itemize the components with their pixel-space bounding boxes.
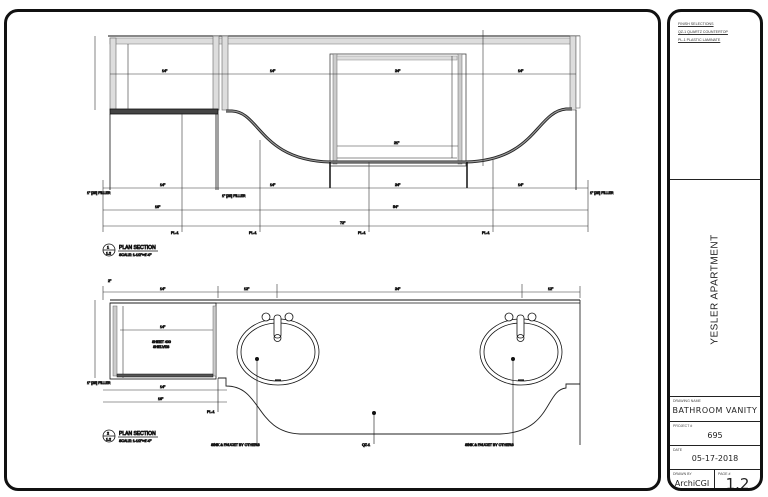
title-block: FINISH SELECTIONS QZ-1 QUARTZ COUNTERTOP… [667, 9, 763, 491]
svg-text:14": 14" [270, 183, 276, 187]
svg-text:24": 24" [395, 183, 401, 187]
svg-text:14": 14" [270, 69, 276, 73]
page-number-cell: PAGE # 1.2 [718, 472, 750, 491]
svg-text:54": 54" [393, 205, 399, 209]
svg-text:21": 21" [394, 141, 400, 145]
svg-text:PL-1: PL-1 [482, 231, 490, 235]
svg-text:PL-1: PL-1 [358, 231, 366, 235]
svg-text:24": 24" [395, 287, 401, 291]
svg-text:SINK & FAUCET BY OTHERS: SINK & FAUCET BY OTHERS [211, 443, 260, 447]
sink-right [479, 312, 563, 386]
svg-text:1" [25] FILLER: 1" [25] FILLER [590, 191, 614, 195]
svg-text:PL-1: PL-1 [207, 410, 215, 414]
svg-text:1.2: 1.2 [106, 438, 111, 442]
svg-text:SHELVES: SHELVES [153, 345, 170, 349]
svg-text:1: 1 [107, 246, 109, 250]
svg-text:14": 14" [160, 325, 166, 329]
svg-text:14": 14" [160, 287, 166, 291]
svg-text:QZ-1: QZ-1 [362, 443, 370, 447]
svg-text:PLAN SECTION: PLAN SECTION [119, 245, 156, 251]
svg-text:14": 14" [162, 69, 168, 73]
drawn-by-cell: DRAWN BY ArchiCGI [673, 472, 710, 488]
svg-text:1.2: 1.2 [106, 252, 111, 256]
svg-text:14": 14" [518, 69, 524, 73]
svg-text:SCALE: 1-1/2"=1'-0": SCALE: 1-1/2"=1'-0" [119, 253, 152, 257]
plan-section-1: 14" 14" 24" 14" 21" 14" 14" 24" 14" 16" … [87, 30, 614, 235]
drawing-name-cell: DRAWING NAME BATHROOM VANITY [672, 399, 758, 415]
date-cell: DATE 05-17-2018 [673, 448, 739, 463]
svg-text:PLAN SECTION: PLAN SECTION [119, 431, 156, 437]
svg-text:14": 14" [160, 385, 166, 389]
view-title-2: 2 1.2 PLAN SECTION SCALE: 1-1/2"=1'-0" [102, 429, 158, 443]
plan-section-2: 14" 12" 24" 12" 2" 14" 14" 16" SHEET 400… [87, 279, 581, 447]
svg-text:72": 72" [340, 221, 346, 225]
svg-text:24": 24" [395, 69, 401, 73]
view-title-1: 1 1.2 PLAN SECTION SCALE: 1-1/2"=1'-0" [102, 243, 158, 257]
project-name: YESLER APARTMENT [709, 233, 721, 345]
svg-text:SHEET 400: SHEET 400 [152, 340, 171, 344]
svg-text:1" [25] FILLER: 1" [25] FILLER [87, 381, 111, 385]
svg-text:2: 2 [107, 432, 109, 436]
project-number-cell: PROJECT # 695 [673, 424, 723, 440]
svg-text:PL-1: PL-1 [249, 231, 257, 235]
svg-text:PL-1: PL-1 [171, 231, 179, 235]
svg-text:16": 16" [158, 397, 164, 401]
svg-text:12": 12" [548, 287, 554, 291]
sink-left [236, 312, 320, 386]
svg-text:SINK & FAUCET BY OTHERS: SINK & FAUCET BY OTHERS [465, 443, 514, 447]
svg-text:12": 12" [244, 287, 250, 291]
svg-text:1" [25] FILLER: 1" [25] FILLER [222, 194, 246, 198]
finish-selections: FINISH SELECTIONS QZ-1 QUARTZ COUNTERTOP… [678, 22, 728, 42]
svg-text:14": 14" [160, 183, 166, 187]
svg-text:16": 16" [155, 205, 161, 209]
svg-text:SCALE: 1-1/2"=1'-0": SCALE: 1-1/2"=1'-0" [119, 439, 152, 443]
svg-text:1" [25] FILLER: 1" [25] FILLER [87, 191, 111, 195]
svg-text:2": 2" [108, 279, 112, 283]
svg-text:14": 14" [518, 183, 524, 187]
